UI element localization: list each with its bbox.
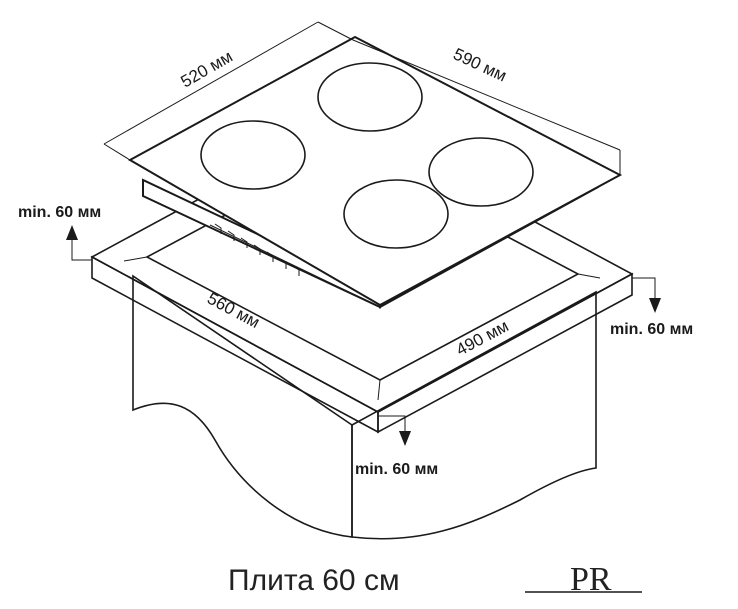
clearance-left-label: min. 60 мм	[18, 204, 101, 221]
burner-left	[200, 120, 306, 190]
connector-teeth	[214, 223, 300, 276]
hob-dimension-lines	[103, 21, 621, 175]
hob-width-label: 520 мм	[178, 47, 236, 92]
cutout-width-label: 560 мм	[204, 289, 263, 332]
hob-depth-label: 590 мм	[450, 44, 509, 85]
clearance-front-arrow	[378, 415, 411, 446]
clearance-left-arrow	[66, 225, 92, 261]
burner-right	[428, 137, 534, 207]
clearance-right-label: min. 60 мм	[610, 321, 693, 338]
cutout-depth-label: 490 мм	[453, 316, 512, 359]
cabinet-body	[132, 274, 597, 540]
caption: Плита 60 см	[228, 564, 400, 597]
burner-zones	[200, 62, 534, 249]
cutout-dimension-lines	[91, 256, 633, 413]
brand-logo: PR	[525, 561, 642, 598]
burner-front	[343, 179, 449, 249]
burner-back	[317, 62, 423, 132]
clearance-front-label: min. 60 мм	[355, 461, 438, 478]
clearance-right-arrow	[632, 277, 661, 313]
